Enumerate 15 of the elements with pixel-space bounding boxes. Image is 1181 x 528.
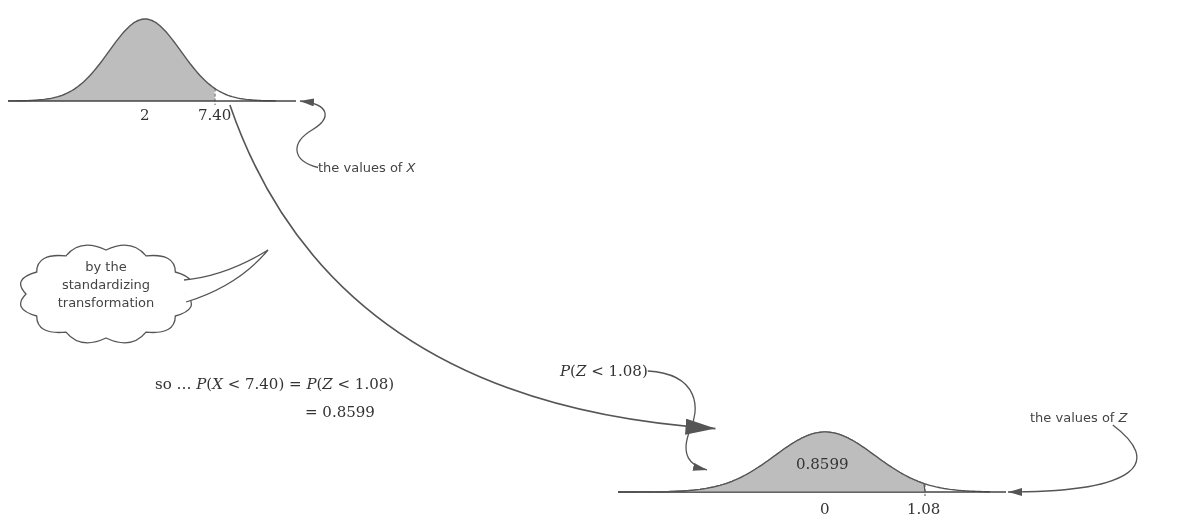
probability-label: P(Z < 1.08) — [560, 362, 648, 380]
leader-line — [296, 99, 326, 169]
callout-text: by the standardizing transformation — [56, 258, 156, 312]
area-value: 0.8599 — [796, 455, 849, 473]
tick-label: 7.40 — [198, 106, 232, 124]
equation-text: = 0.8599 — [305, 403, 375, 421]
axis-caption: the values of X — [318, 160, 416, 175]
tick-label: 2 — [140, 106, 150, 124]
tick-label: 1.08 — [907, 500, 941, 518]
leader-line — [647, 370, 708, 471]
tick-label: 0 — [820, 500, 830, 518]
leader-line — [1007, 424, 1138, 496]
equation-text: so … P(X < 7.40) = P(Z < 1.08) — [155, 375, 395, 393]
arrow — [229, 104, 717, 434]
axis-caption: the values of Z — [1030, 410, 1128, 425]
